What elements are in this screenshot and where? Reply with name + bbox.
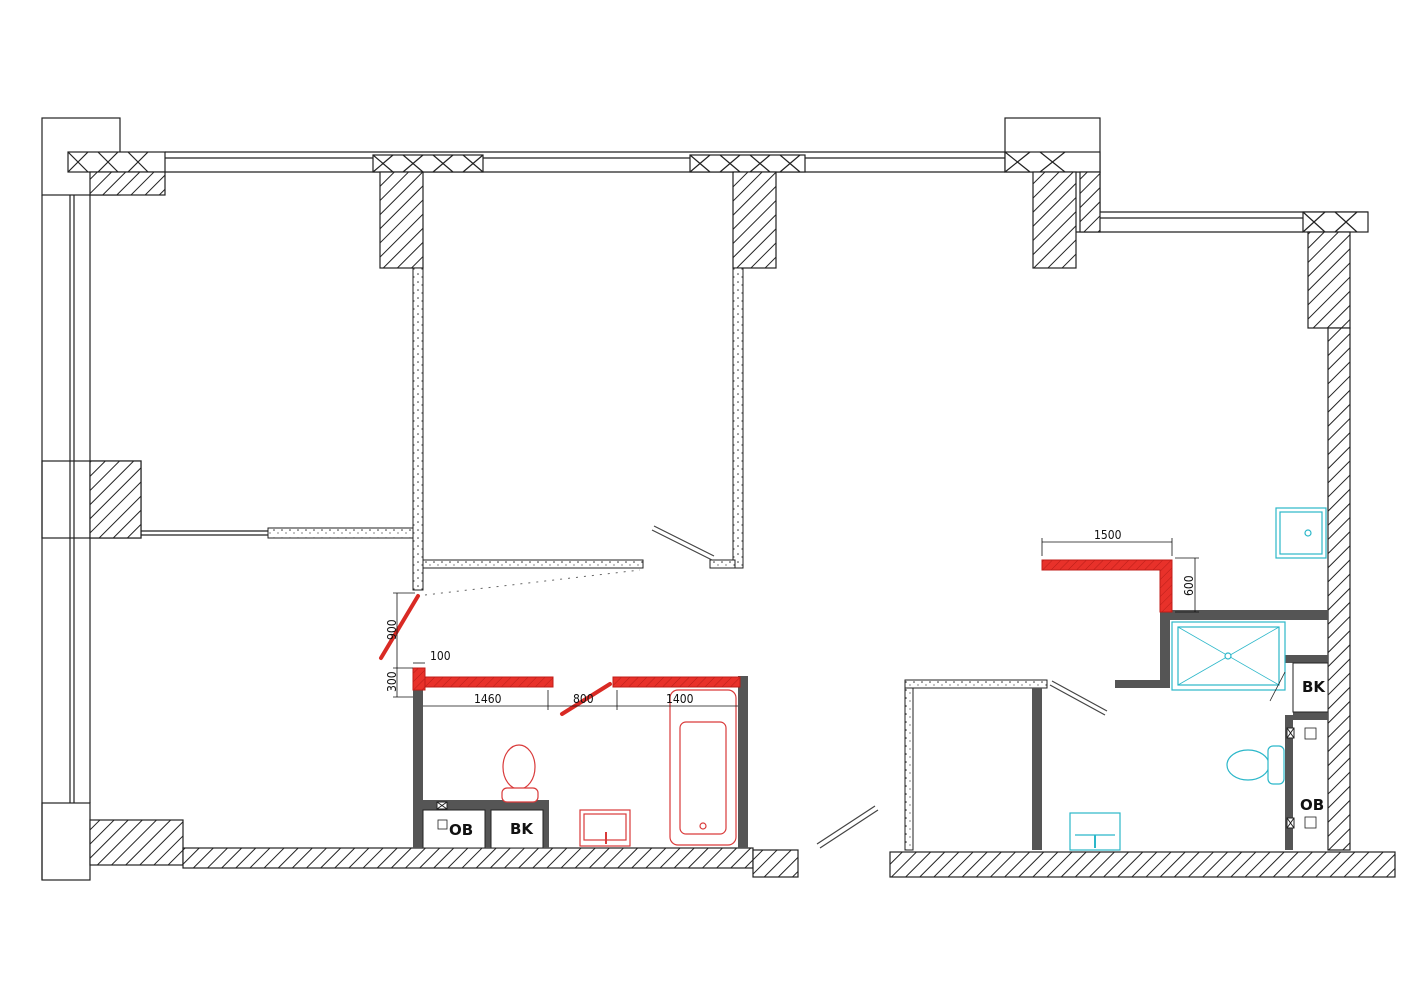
dim-100: 100 [430, 649, 451, 663]
doors[interactable] [651, 525, 1108, 849]
dim-900: 900 [385, 619, 399, 640]
new-doors[interactable] [379, 594, 612, 716]
right-utility-boxes [1269, 662, 1329, 829]
right-bathroom-fixtures [1069, 507, 1327, 851]
new-partitions [412, 559, 1173, 691]
concrete-partitions [267, 267, 1048, 851]
dimension-lines [393, 538, 1199, 710]
dim-1400: 1400 [666, 692, 694, 706]
toilet-icon [502, 744, 536, 790]
meter-icon [1304, 727, 1317, 740]
dim-1500: 1500 [1094, 528, 1122, 542]
left-bathroom-fixtures [501, 689, 737, 847]
dim-300: 300 [385, 671, 399, 692]
opening-line [424, 569, 641, 596]
left-utility-boxes [422, 801, 544, 849]
meter-icon [1304, 816, 1317, 829]
sink-icon [1069, 812, 1121, 851]
label-ob-left: OB [449, 821, 473, 839]
label-bk-right: BK [1302, 678, 1326, 696]
meter-icon [437, 819, 448, 830]
dim-800: 800 [573, 692, 594, 706]
dim-1460: 1460 [474, 692, 502, 706]
lintel-blocks [67, 151, 1369, 233]
label-ob-right: OB [1300, 796, 1324, 814]
toilet-icon [1226, 749, 1270, 781]
dim-600: 600 [1182, 575, 1196, 596]
structural-columns [89, 171, 1396, 878]
label-bk-left: BK [510, 820, 534, 838]
bathroom-walls [413, 610, 1328, 850]
